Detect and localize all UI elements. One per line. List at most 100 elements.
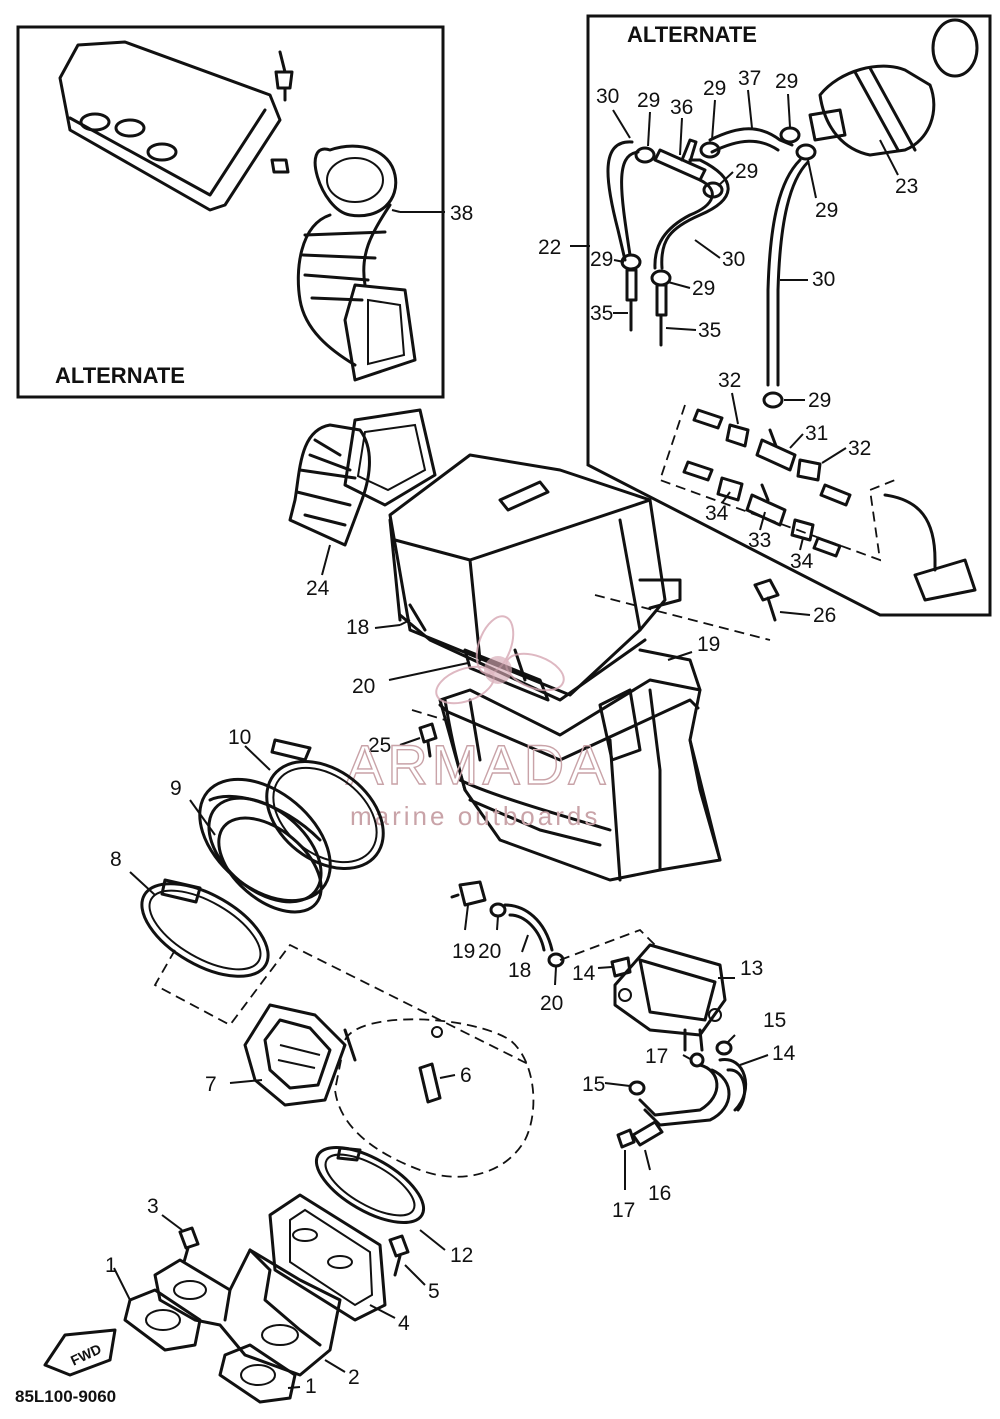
clip-15-a (715, 1040, 733, 1056)
callout-20-b: 20 (540, 992, 563, 1015)
screw-25 (418, 722, 438, 758)
callout-29-f: 29 (590, 248, 613, 271)
callout-29-d: 29 (735, 160, 758, 183)
callout-26: 26 (813, 604, 836, 627)
reed-valve-7 (243, 1003, 347, 1107)
callout-29: 29 (637, 89, 660, 112)
callout-29-b: 29 (703, 77, 726, 100)
gasket-6 (314, 1145, 426, 1225)
callout-28: 23 (895, 175, 918, 198)
callout-22: 19 (697, 633, 720, 656)
fuel-filter-assembly (808, 18, 979, 157)
silencer-case-22 (438, 648, 722, 882)
callout-2: 2 (348, 1366, 360, 1389)
drawing-code: 85L100-9060 (15, 1387, 116, 1406)
callout-11: 10 (228, 726, 251, 749)
gasket-1-upper (123, 1288, 202, 1352)
callout-34-b: 34 (790, 550, 814, 573)
callout-3: 3 (147, 1195, 159, 1218)
hose-joints-35 (625, 268, 668, 347)
callout-15-b: 15 (582, 1073, 605, 1096)
silencer-cover-21 (388, 453, 682, 702)
fuel-hoses-14 (638, 1058, 748, 1127)
callout-29-e: 29 (815, 199, 838, 222)
bolt-26 (753, 578, 780, 622)
alternate-left-label: ALTERNATE (55, 363, 185, 388)
callout-17-b: 17 (612, 1199, 635, 1222)
alternate-silencer-assembly (58, 40, 417, 382)
callout-12: 13 (740, 957, 763, 980)
callout-35: 35 (590, 302, 613, 325)
callout-30-c: 30 (812, 268, 835, 291)
callout-25: 25 (368, 734, 391, 757)
gasket-8 (334, 1018, 535, 1178)
clip-15-b (628, 1080, 646, 1096)
callout-38: 38 (450, 202, 473, 225)
reed-block-4 (268, 1193, 387, 1322)
callout-6: 12 (450, 1244, 473, 1267)
callout-24: 24 (306, 577, 330, 600)
callout-16: 16 (648, 1182, 671, 1205)
gasket-1-lower (218, 1343, 297, 1404)
callout-29-h: 29 (808, 389, 831, 412)
bolt-3 (178, 1226, 200, 1264)
fwd-arrow-icon: FWD (43, 1328, 117, 1377)
intake-elbow-24 (288, 408, 437, 547)
hose-9 (198, 777, 332, 914)
callout-15: 15 (763, 1009, 786, 1032)
callout-1-b: 1 (305, 1375, 317, 1398)
clip-20-a (489, 902, 507, 918)
callout-19: 19 (452, 940, 475, 963)
bolt-5 (388, 1234, 410, 1277)
callout-21: 18 (346, 616, 369, 639)
callout-23: 20 (352, 675, 375, 698)
seal-23 (463, 648, 550, 702)
callout-31: 31 (805, 422, 828, 445)
clip-17-a (689, 1052, 705, 1068)
callout-37: 37 (738, 67, 761, 90)
callout-4: 4 (398, 1312, 410, 1335)
callout-14: 14 (772, 1042, 796, 1065)
callout-13: 14 (572, 962, 596, 985)
clip-20-b (547, 952, 565, 968)
callout-7: 7 (205, 1073, 217, 1096)
watermark-tagline: marine outboards (350, 801, 600, 831)
fuel-pump-12 (613, 943, 727, 1052)
callout-35-b: 35 (698, 319, 721, 342)
callout-36: 36 (670, 96, 693, 119)
callout-34: 34 (705, 502, 729, 525)
callout-9: 9 (170, 777, 182, 800)
fuel-hose-18 (503, 903, 554, 952)
manifold-2 (153, 1248, 342, 1377)
clip-17-b (616, 1128, 636, 1149)
clamp-10 (140, 878, 270, 978)
callout-8: 6 (460, 1064, 472, 1087)
callout-18: 18 (508, 959, 531, 982)
fuel-hoses (606, 127, 810, 387)
callout-30: 30 (596, 85, 619, 108)
callout-33: 33 (748, 529, 771, 552)
alternate-right-inset-frame (586, 14, 992, 617)
alternate-top-label: ALTERNATE (627, 22, 757, 47)
joint-19 (450, 880, 487, 907)
callout-1: 1 (105, 1254, 117, 1277)
screw-13 (610, 956, 632, 978)
joint-fittings (658, 404, 977, 602)
assembly-line-26 (594, 594, 771, 641)
assembly-line-pump (559, 928, 656, 961)
clamp-11 (265, 738, 385, 870)
callout-20: 20 (478, 940, 501, 963)
callout-32: 32 (718, 369, 741, 392)
callout-29-c: 29 (775, 70, 798, 93)
callout-32-b: 32 (848, 437, 871, 460)
callout-29-g: 29 (692, 277, 715, 300)
callout-10: 8 (110, 848, 122, 871)
armada-watermark: ARMADA marine outboards (345, 615, 610, 831)
callout-30-b: 30 (722, 248, 745, 271)
joint-16 (631, 1120, 664, 1147)
callout-27: 22 (538, 236, 561, 259)
callout-17: 17 (645, 1045, 668, 1068)
watermark-brand: ARMADA (346, 733, 610, 796)
callout-5: 5 (428, 1280, 440, 1303)
